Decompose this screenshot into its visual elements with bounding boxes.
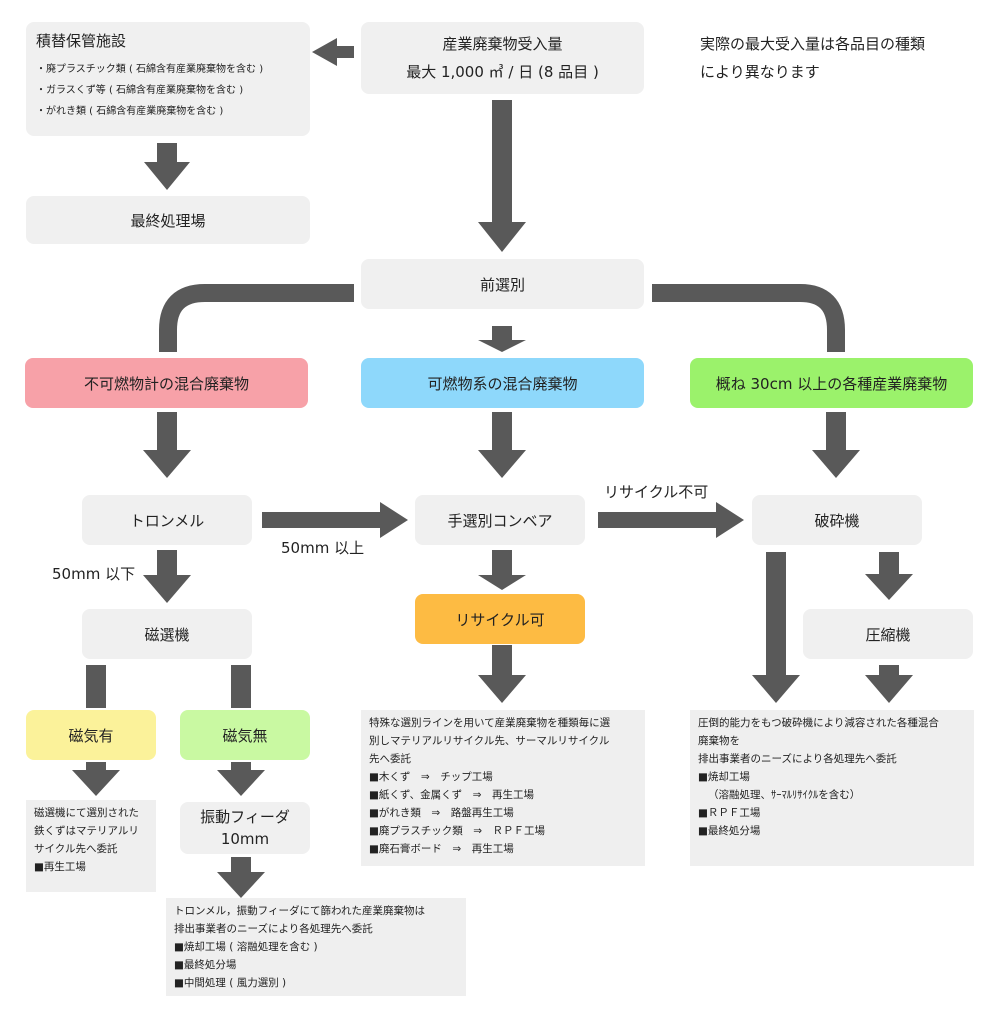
- arrow-feeder-to-note: [217, 857, 265, 898]
- note-line: （溶融処理、ｻｰﾏﾙﾘｻｲｸﾙを含む）: [708, 789, 861, 801]
- note-recycle: 特殊な選別ラインを用いて産業廃棄物を種類毎に選 別しマテリアルリサイクル先、サー…: [361, 710, 645, 866]
- arrow-compressor-to-note: [865, 665, 913, 703]
- arrow-intake-to-presort: [478, 100, 526, 252]
- intake-note-line: 実際の最大受入量は各品目の種類: [700, 35, 926, 53]
- label-not-recyclable: リサイクル不可: [604, 483, 709, 501]
- arrow-handsort-to-crusher: [598, 502, 744, 538]
- storage-item: ・廃プラスチック類 ( 石綿含有産業廃棄物を含む ): [36, 64, 264, 75]
- note-crusher: 圧倒的能力をもつ破砕機により減容された各種混合 廃棄物を 排出事業者のニーズによ…: [690, 710, 974, 866]
- storage-facility-box: 積替保管施設 ・廃プラスチック類 ( 石綿含有産業廃棄物を含む ) ・ガラスくず…: [26, 22, 310, 136]
- arrow-trommel-to-handsort: [262, 502, 408, 538]
- note-line: 排出事業者のニーズにより各処理先へ委託: [698, 753, 897, 765]
- note-line: ■木くず ⇒ チップ工場: [369, 771, 493, 783]
- arrow-intake-to-storage: [312, 38, 354, 66]
- vibrating-feeder-box: 振動フィーダ 10mm: [180, 802, 310, 854]
- arrow-recyclable-to-note: [478, 645, 526, 703]
- presort-box: 前選別: [361, 259, 644, 309]
- arrow-storage-to-final: [144, 143, 190, 190]
- large-waste-box: 概ね 30cm 以上の各種産業廃棄物: [690, 358, 973, 408]
- note-line: ■焼却工場: [698, 771, 750, 783]
- storage-item: ・がれき類 ( 石綿含有産業廃棄物を含む ): [36, 106, 224, 117]
- note-line: 排出事業者のニーズにより各処理先へ委託: [174, 923, 373, 935]
- arrow-handsort-to-recyclable: [478, 550, 526, 590]
- feeder-title: 振動フィーダ: [200, 808, 290, 826]
- label-under-50mm: 50mm 以下: [52, 565, 136, 583]
- intake-note: 実際の最大受入量は各品目の種類 により異なります: [700, 30, 925, 86]
- arrow-presort-to-combustible: [478, 326, 526, 352]
- nonmagnetic-box: 磁気無: [180, 710, 310, 760]
- note-line: ■廃プラスチック類 ⇒ ＲＰＦ工場: [369, 825, 546, 837]
- note-line: トロンメル，振動フィーダにて篩われた産業廃棄物は: [174, 905, 425, 917]
- note-line: ■紙くず、金属くず ⇒ 再生工場: [369, 789, 534, 801]
- crusher-box: 破砕機: [752, 495, 922, 545]
- note-line: 鉄くずはマテリアルリ: [34, 825, 139, 837]
- feeder-size: 10mm: [220, 830, 270, 848]
- note-line: 廃棄物を: [698, 735, 740, 747]
- combustible-box: 可燃物系の混合廃棄物: [361, 358, 644, 408]
- intake-box: 産業廃棄物受入量 最大 1,000 ㎥ / 日 (8 品目 ): [361, 22, 644, 94]
- arrow-trommel-to-magnet: [143, 550, 191, 603]
- storage-title: 積替保管施設: [36, 32, 127, 50]
- arrow-crusher-to-compressor: [865, 552, 913, 600]
- note-line: ■廃石膏ボード ⇒ 再生工場: [369, 843, 514, 855]
- intake-capacity: 最大 1,000 ㎥ / 日 (8 品目 ): [406, 63, 599, 81]
- intake-title: 産業廃棄物受入量: [442, 35, 563, 53]
- note-line: ■がれき類 ⇒ 路盤再生工場: [369, 807, 514, 819]
- arrow-noncombustible-to-trommel: [143, 412, 191, 478]
- arrow-presort-to-large: [652, 284, 845, 352]
- final-disposal-box: 最終処理場: [26, 196, 310, 244]
- arrow-magnet-to-nonmagnetic: [231, 665, 251, 708]
- arrow-combustible-to-handsort: [478, 412, 526, 478]
- hand-sort-box: 手選別コンベア: [415, 495, 585, 545]
- recyclable-box: リサイクル可: [415, 594, 585, 644]
- storage-item: ・ガラスくず等 ( 石綿含有産業廃棄物を含む ): [36, 85, 244, 96]
- arrow-magnet-to-magnetic: [86, 665, 106, 708]
- note-line: ■中間処理 ( 風力選別 ): [174, 977, 287, 989]
- trommel-box: トロンメル: [82, 495, 252, 545]
- note-line: サイクル先へ委託: [34, 843, 118, 855]
- compressor-box: 圧縮機: [803, 609, 973, 659]
- magnetic-box: 磁気有: [26, 710, 156, 760]
- label-over-50mm: 50mm 以上: [281, 539, 365, 557]
- arrow-large-to-crusher: [812, 412, 860, 478]
- note-line: 磁選機にて選別された: [34, 807, 139, 819]
- note-magnetic: 磁選機にて選別された 鉄くずはマテリアルリ サイクル先へ委託 ■再生工場: [26, 800, 156, 892]
- magnet-separator-box: 磁選機: [82, 609, 252, 659]
- arrow-magnetic-to-note: [72, 762, 120, 796]
- note-line: ■ＲＰＦ工場: [698, 807, 761, 819]
- note-line: ■焼却工場 ( 溶融処理を含む ): [174, 941, 318, 953]
- note-line: 特殊な選別ラインを用いて産業廃棄物を種類毎に選: [369, 717, 611, 729]
- note-line: ■再生工場: [34, 861, 86, 873]
- note-line: ■最終処分場: [174, 959, 237, 971]
- note-feeder: トロンメル，振動フィーダにて篩われた産業廃棄物は 排出事業者のニーズにより各処理…: [166, 898, 466, 996]
- noncombustible-box: 不可燃物計の混合廃棄物: [25, 358, 308, 408]
- arrow-nonmagnetic-to-feeder: [217, 762, 265, 796]
- note-line: ■最終処分場: [698, 825, 761, 837]
- intake-note-line: により異なります: [700, 63, 820, 81]
- arrow-presort-to-noncombustible: [159, 284, 354, 352]
- note-line: 先へ委託: [369, 753, 411, 765]
- note-line: 別しマテリアルリサイクル先、サーマルリサイクル: [369, 735, 610, 747]
- note-line: 圧倒的能力をもつ破砕機により減容された各種混合: [698, 717, 939, 729]
- arrow-crusher-to-note: [752, 552, 800, 703]
